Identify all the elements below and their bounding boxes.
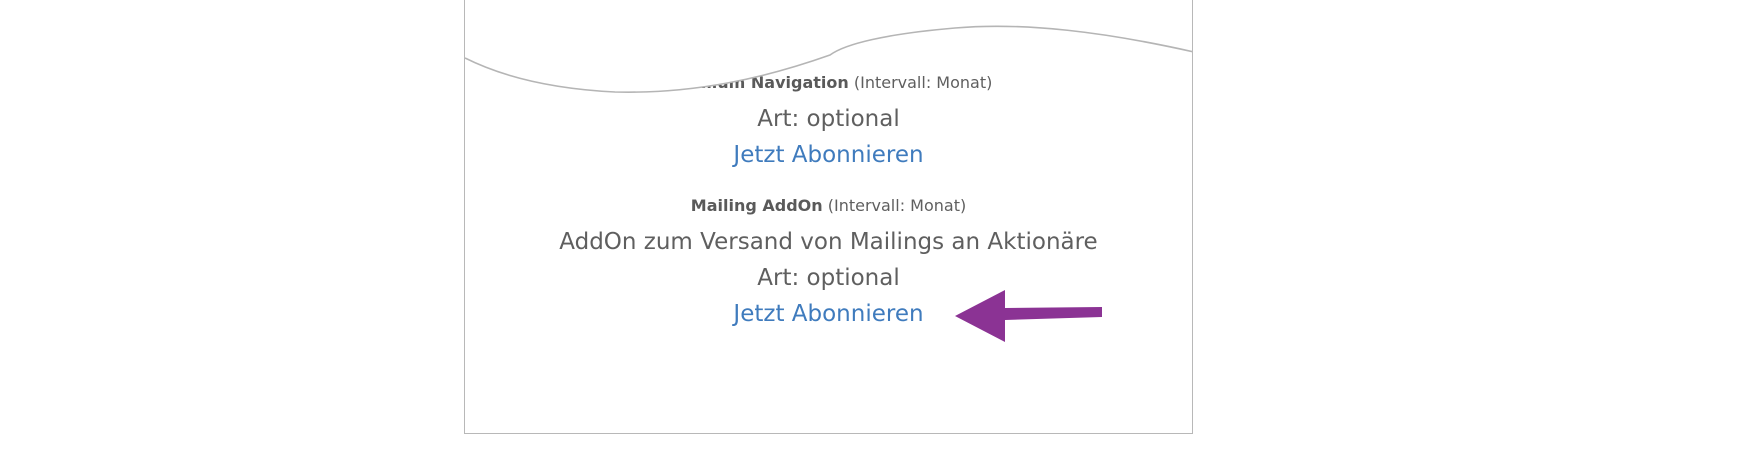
arrow-left-icon bbox=[955, 290, 1102, 342]
plan-1-interval: (Intervall: Monat) bbox=[853, 73, 993, 92]
plan-2-interval: (Intervall: Monat) bbox=[827, 196, 967, 215]
plan-2-name: Mailing AddOn bbox=[690, 196, 823, 215]
plan-2-description: AddOn zum Versand von Mailings an Aktion… bbox=[559, 229, 1098, 255]
plan-1-subscribe-line: Jetzt Abonnieren bbox=[465, 140, 1192, 170]
plan-2-type: Art: optional bbox=[757, 265, 900, 291]
plan-1-type: Art: optional bbox=[757, 106, 900, 132]
plan-2-subscribe-link[interactable]: Jetzt Abonnieren bbox=[733, 301, 924, 327]
torn-page-edge bbox=[465, 0, 1192, 93]
plan-1-subscribe-link[interactable]: Jetzt Abonnieren bbox=[733, 142, 924, 168]
subscription-card: Premium Navigation (Intervall: Monat) Ar… bbox=[464, 0, 1193, 434]
plan-2-subscribe-line: Jetzt Abonnieren bbox=[465, 299, 1192, 329]
plan-2-title-line: Mailing AddOn (Intervall: Monat) bbox=[465, 191, 1192, 221]
